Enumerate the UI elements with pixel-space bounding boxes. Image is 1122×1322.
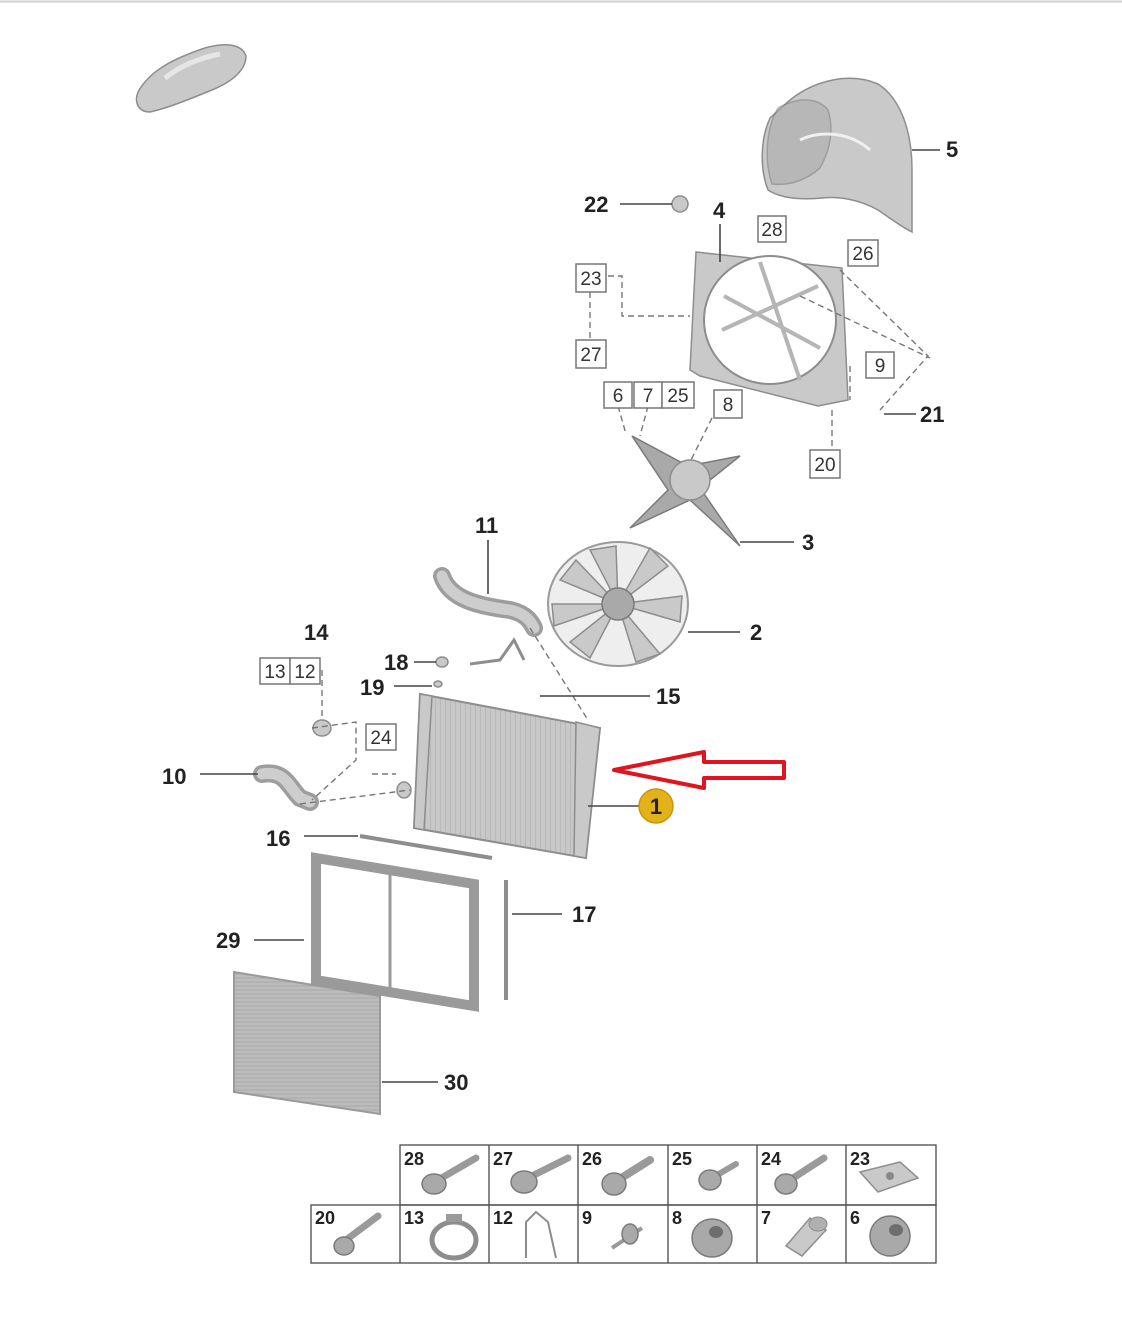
callout-1: 1 — [650, 794, 662, 819]
table-cell-13: 13 — [404, 1208, 424, 1228]
box-20: 20 — [814, 455, 835, 476]
table-cell-12: 12 — [493, 1208, 513, 1228]
hose-clamp-13-icon — [429, 1214, 479, 1261]
table-cell-27: 27 — [493, 1149, 513, 1169]
box-28: 28 — [761, 220, 782, 241]
callout-11: 11 — [475, 513, 498, 538]
table-cell-8: 8 — [672, 1208, 682, 1228]
box-12: 12 — [294, 662, 315, 683]
box-25: 25 — [667, 386, 688, 407]
table-cell-20: 20 — [315, 1208, 335, 1228]
radiator — [396, 692, 602, 860]
clip-part-22 — [671, 195, 689, 213]
table-cell-7: 7 — [761, 1208, 771, 1228]
callout-14: 14 — [304, 620, 329, 645]
box-9: 9 — [875, 356, 886, 377]
fan-shroud-cover — [761, 77, 913, 234]
box-26: 26 — [852, 244, 873, 265]
table-cell-6: 6 — [850, 1208, 860, 1228]
dashed-connectors — [299, 269, 931, 805]
box-7: 7 — [643, 386, 654, 407]
cooling-fan — [547, 541, 689, 667]
part-1-marker: 1 — [638, 788, 674, 824]
motor-bracket — [629, 435, 741, 547]
callout-labels: 5 22 4 21 3 2 11 14 18 19 15 10 16 17 29… — [162, 137, 958, 1095]
box-8: 8 — [723, 395, 734, 416]
callout-2: 2 — [750, 620, 762, 645]
leader-lines — [200, 149, 940, 1083]
bracket-12-icon — [525, 1210, 557, 1259]
bolt-20-icon — [333, 1212, 382, 1256]
callout-5: 5 — [946, 137, 958, 162]
callout-18: 18 — [384, 650, 408, 675]
callout-22: 22 — [584, 192, 608, 217]
seal-strip-16 — [359, 834, 493, 860]
callout-19: 19 — [360, 675, 384, 700]
hardware-table: 28 27 26 25 24 23 20 13 12 9 8 7 6 — [310, 1144, 937, 1264]
table-cell-9: 9 — [582, 1208, 592, 1228]
callout-17: 17 — [572, 902, 596, 927]
lower-hose — [253, 764, 319, 811]
clip-23-icon — [858, 1161, 920, 1193]
callout-4: 4 — [713, 198, 726, 223]
red-arrow-annotation — [612, 750, 786, 790]
small-parts-18-19 — [433, 656, 449, 688]
bushing-8-icon — [691, 1218, 733, 1258]
box-6: 6 — [613, 386, 624, 407]
table-cell-26: 26 — [582, 1149, 602, 1169]
table-cell-28: 28 — [404, 1149, 424, 1169]
box-24: 24 — [370, 728, 392, 749]
radiator-frame — [311, 852, 479, 1012]
bolt-27-icon — [510, 1154, 572, 1194]
box-23: 23 — [580, 269, 601, 290]
table-cell-24: 24 — [761, 1149, 781, 1169]
bolt-28-icon — [421, 1154, 480, 1195]
box-13: 13 — [264, 662, 285, 683]
callout-16: 16 — [266, 826, 290, 851]
boxed-references: 28 26 23 27 9 6 7 25 8 20 13 12 24 — [259, 215, 895, 751]
screw-24-icon — [774, 1154, 828, 1195]
bolt-25-icon — [698, 1161, 739, 1191]
table-cell-25: 25 — [672, 1149, 692, 1169]
callout-21: 21 — [920, 402, 944, 427]
rivet-9-icon — [610, 1223, 644, 1250]
callout-3: 3 — [802, 530, 814, 555]
callout-10: 10 — [162, 764, 186, 789]
vent-pipe — [469, 637, 526, 666]
callout-15: 15 — [656, 684, 680, 709]
sleeve-7-icon — [784, 1216, 828, 1257]
bushing-6-icon — [869, 1215, 911, 1257]
callout-29: 29 — [216, 928, 240, 953]
car-icon — [135, 43, 247, 113]
bolt-26-icon — [601, 1156, 654, 1196]
callout-30: 30 — [444, 1070, 468, 1095]
fan-frame — [689, 251, 849, 407]
table-cell-23: 23 — [850, 1149, 870, 1169]
condenser-panel — [233, 970, 381, 1116]
upper-hose — [433, 567, 543, 637]
box-27: 27 — [580, 345, 601, 366]
